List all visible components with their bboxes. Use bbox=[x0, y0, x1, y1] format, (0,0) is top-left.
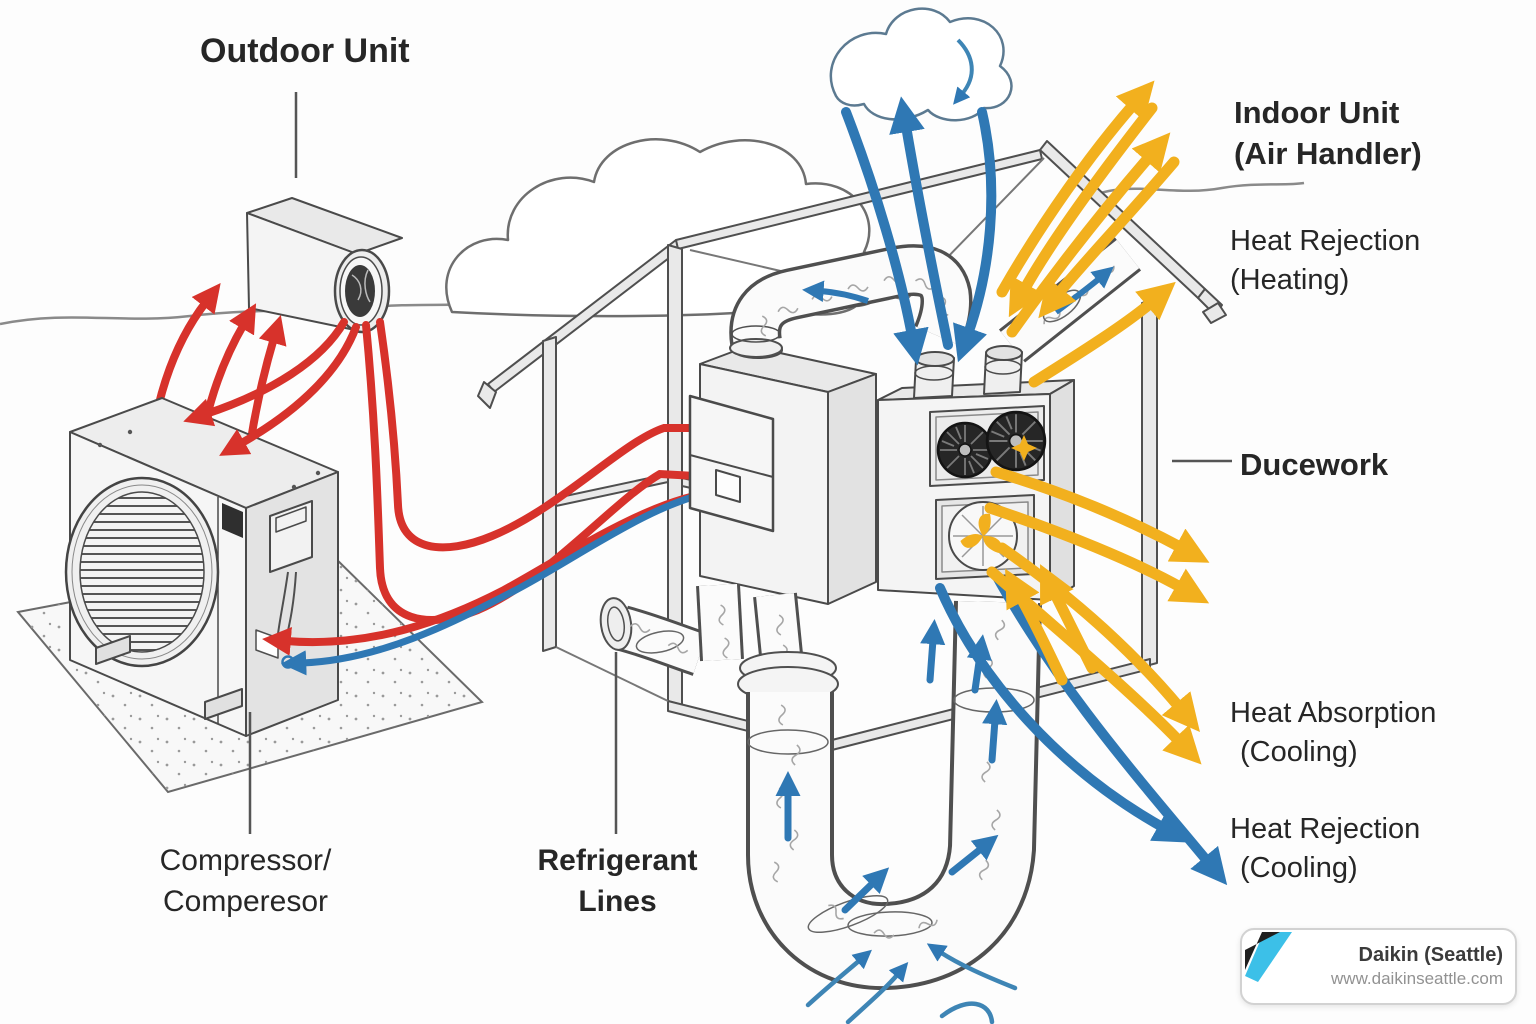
label-heat-rejection-heating: Heat Rejection (Heating) bbox=[1230, 222, 1420, 300]
label-refrigerant-lines: Refrigerant Lines bbox=[500, 840, 735, 922]
label-indoor-unit-line2: (Air Handler) bbox=[1234, 136, 1422, 171]
blower-fan-icon bbox=[985, 410, 1047, 472]
indoor-unit bbox=[877, 345, 1075, 601]
label-heat-rejection-cooling: Heat Rejection (Cooling) bbox=[1230, 810, 1420, 888]
outdoor-unit-vent-icon bbox=[222, 503, 243, 538]
cloud-cycle-arrow-icon bbox=[953, 38, 974, 105]
brand-name: Daikin (Seattle) bbox=[1358, 944, 1503, 967]
cloud-right-icon bbox=[829, 7, 1013, 122]
cold-airflow-arrows bbox=[841, 96, 1228, 886]
label-line: Compressor/ bbox=[159, 844, 332, 877]
label-line: Comperesor bbox=[162, 885, 329, 918]
brand-logo-icon bbox=[1245, 932, 1292, 982]
duct-elbow-left bbox=[599, 597, 708, 676]
label-line: Heat Rejection bbox=[1230, 225, 1421, 257]
label-indoor-unit: Indoor Unit (Air Handler) bbox=[1234, 92, 1422, 174]
cold-duct-arrows bbox=[775, 619, 1008, 914]
mini-unit-fan-icon bbox=[345, 265, 375, 317]
intake-air-arrows bbox=[805, 943, 1018, 1024]
return-air-arrow-icon bbox=[802, 280, 869, 304]
line-fitting-icon bbox=[281, 655, 295, 669]
label-line: Heat Absorption bbox=[1230, 697, 1437, 729]
label-outdoor-unit: Outdoor Unit bbox=[200, 32, 410, 70]
label-line: Heat Rejection bbox=[1230, 813, 1421, 845]
outdoor-unit bbox=[64, 397, 339, 737]
service-box bbox=[269, 500, 313, 573]
label-indoor-unit-line1: Indoor Unit bbox=[1234, 95, 1400, 130]
label-line: Lines bbox=[578, 885, 657, 918]
mini-outdoor-unit bbox=[246, 197, 403, 334]
cabinet-front-panel bbox=[688, 394, 775, 533]
refrigerant-line-cold bbox=[281, 488, 718, 676]
brand-text: Daikin (Seattle) www.daikinseattle.com bbox=[1331, 943, 1503, 989]
fan-glint-icon bbox=[1011, 435, 1037, 461]
leader-lines bbox=[248, 92, 1232, 834]
label-compressor: Compressor/ Comperesor bbox=[128, 840, 363, 922]
cabinet-down-ducts bbox=[696, 583, 839, 702]
label-heat-absorption-cooling: Heat Absorption (Cooling) bbox=[1230, 694, 1436, 772]
label-line: (Heating) bbox=[1230, 264, 1350, 296]
label-line: (Cooling) bbox=[1240, 736, 1358, 768]
warm-airflow-arrows bbox=[984, 80, 1210, 765]
label-line: (Cooling) bbox=[1240, 852, 1358, 884]
blower-fan-icon bbox=[936, 421, 994, 479]
label-line: Refrigerant bbox=[537, 844, 698, 877]
line-port bbox=[715, 469, 741, 503]
label-ductwork: Ducework bbox=[1240, 447, 1389, 482]
brand-badge: Daikin (Seattle) www.daikinseattle.com bbox=[1240, 928, 1517, 1005]
brand-website: www.daikinseattle.com bbox=[1331, 969, 1503, 989]
